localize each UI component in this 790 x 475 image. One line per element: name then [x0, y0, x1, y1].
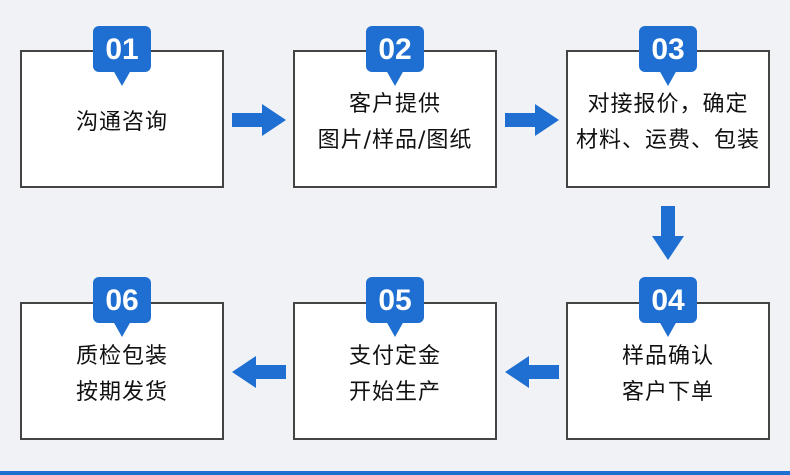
arrow-right-icon	[232, 104, 286, 136]
badge-pin-icon	[93, 277, 151, 337]
step-line: 客户下单	[621, 380, 714, 405]
arrow-left-icon	[232, 356, 286, 388]
step-line: 支付定金	[348, 344, 441, 369]
arrow-right-icon	[505, 104, 559, 136]
step-number: 06	[105, 284, 139, 317]
arrow-left-icon	[505, 356, 559, 388]
step-number: 04	[651, 284, 685, 317]
step-line: 图片/样品/图纸	[317, 128, 473, 153]
step-line: 开始生产	[348, 380, 441, 405]
step-number: 01	[105, 33, 139, 66]
badge-pin-icon	[639, 277, 697, 337]
step-line: 沟通咨询	[75, 110, 168, 135]
step-line: 质检包装	[75, 344, 168, 369]
step-line: 材料、运费、包装	[575, 128, 760, 153]
badge-pin-icon	[639, 26, 697, 86]
step-text-03: 对接报价，确定 材料、运费、包装	[568, 52, 768, 186]
bottom-accent-bar	[0, 471, 790, 475]
step-text-01: 沟通咨询	[22, 52, 222, 186]
step-number: 02	[378, 33, 412, 66]
step-badge-04: 04	[639, 277, 697, 341]
step-line: 样品确认	[621, 344, 714, 369]
step-badge-05: 05	[366, 277, 424, 341]
arrow-down-icon	[652, 206, 684, 260]
badge-pin-icon	[366, 26, 424, 86]
badge-pin-icon	[93, 26, 151, 86]
step-text-02: 客户提供 图片/样品/图纸	[295, 52, 495, 186]
step-number: 05	[378, 284, 412, 317]
step-text-04: 样品确认 客户下单	[568, 304, 768, 438]
step-badge-03: 03	[639, 26, 697, 90]
badge-pin-icon	[366, 277, 424, 337]
step-line: 按期发货	[75, 380, 168, 405]
step-line: 客户提供	[348, 92, 441, 117]
step-badge-01: 01	[93, 26, 151, 90]
step-line: 对接报价，确定	[587, 92, 749, 117]
step-text-06: 质检包装 按期发货	[22, 304, 222, 438]
step-text-05: 支付定金 开始生产	[295, 304, 495, 438]
step-badge-02: 02	[366, 26, 424, 90]
step-badge-06: 06	[93, 277, 151, 341]
step-number: 03	[651, 33, 685, 66]
